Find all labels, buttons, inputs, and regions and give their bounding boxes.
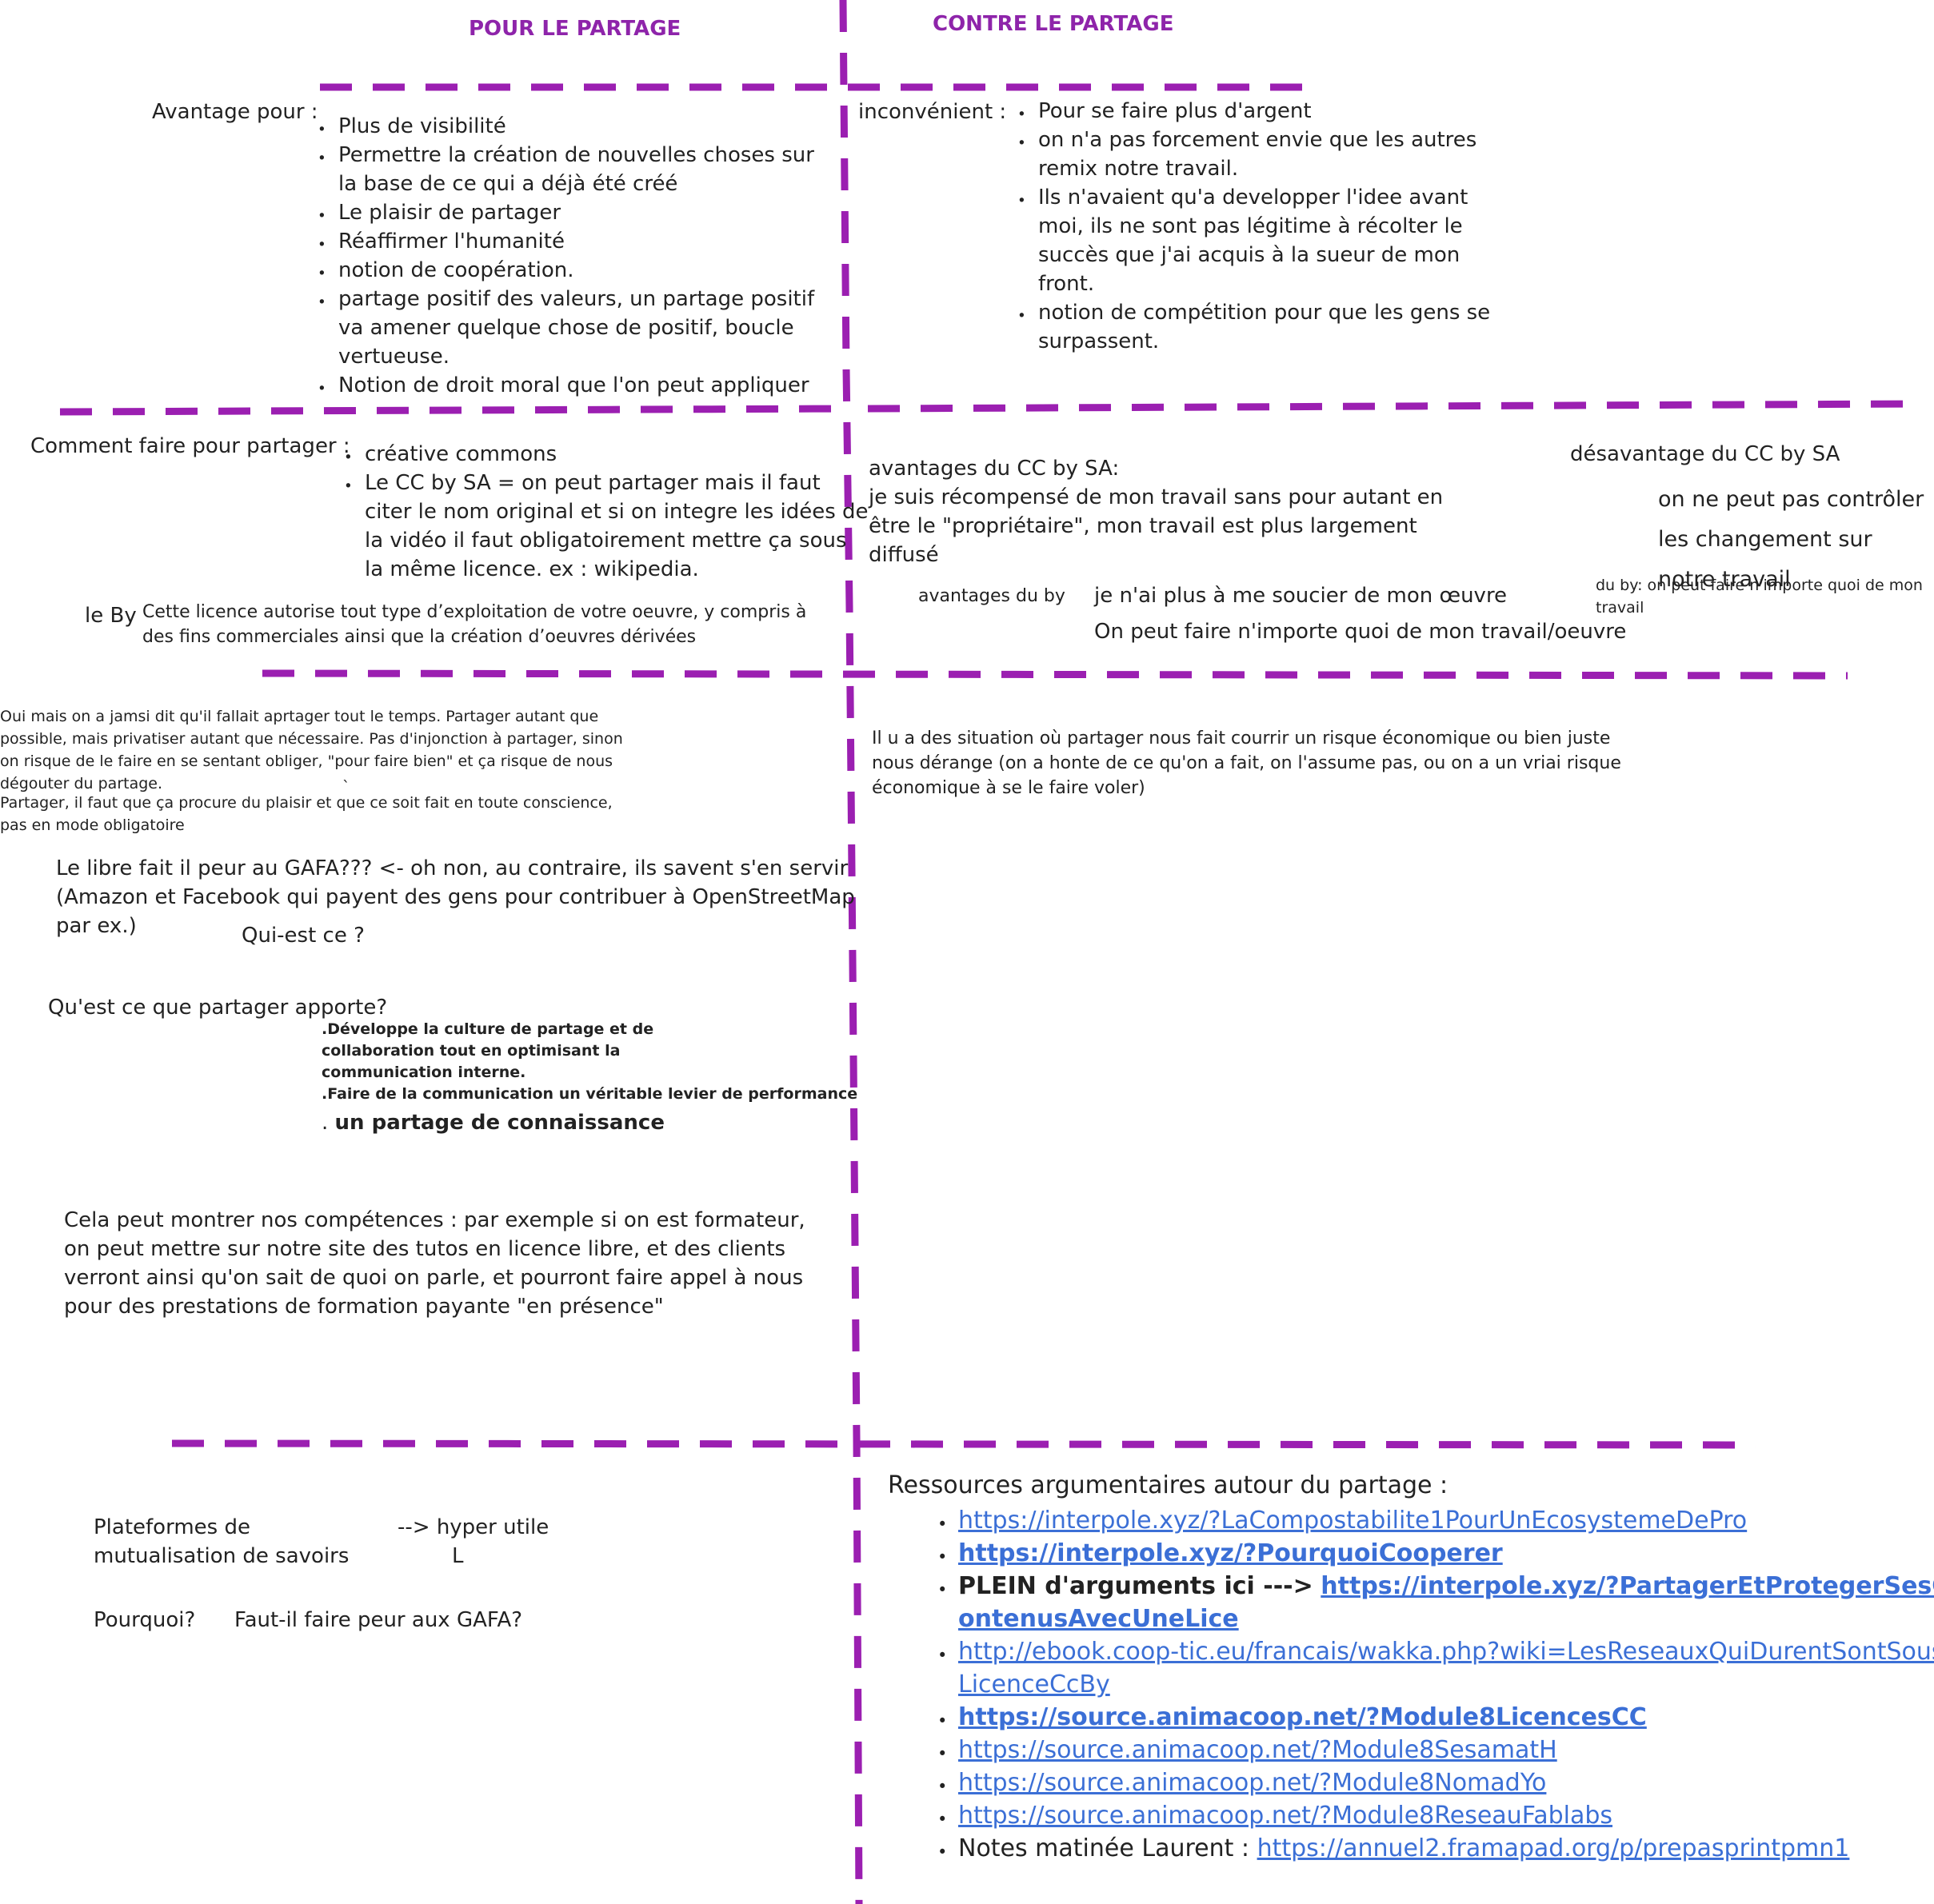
by-advantage-2: On peut faire n'importe quoi de mon trav… bbox=[1094, 620, 1627, 644]
letter-l: L bbox=[452, 1544, 464, 1568]
vertical-divider bbox=[839, 0, 863, 1904]
by-advantages-label: avantages du by bbox=[918, 586, 1065, 606]
resources-list: https://interpole.xyz/?LaCompostabilite1… bbox=[937, 1504, 1934, 1869]
list-item: Plus de visibilité bbox=[318, 112, 818, 145]
resources-title: Ressources argumentaires autour du parta… bbox=[888, 1471, 1449, 1499]
resource-link[interactable]: https://source.animacoop.net/?Module8Res… bbox=[958, 1802, 1613, 1830]
cc-disadvantage-text: on ne peut pas contrôler les changement … bbox=[1658, 487, 1924, 592]
list-item: PLEIN d'arguments ici ---> https://inter… bbox=[937, 1570, 1934, 1635]
divider-3 bbox=[262, 669, 1848, 680]
divider-2-left bbox=[59, 405, 849, 416]
cc-disadvantage-title: désavantage du CC by SA bbox=[1570, 442, 1840, 466]
resource-link[interactable]: http://ebook.coop-tic.eu/francais/wakka.… bbox=[958, 1638, 1934, 1698]
apporte-question: Qu'est ce que partager apporte? bbox=[48, 996, 388, 1020]
note-dot: ` bbox=[342, 778, 350, 796]
comment-label: Comment faire pour partager : bbox=[30, 434, 350, 458]
inconvenient-list: Pour se faire plus d'argent on n'a pas f… bbox=[1017, 97, 1502, 356]
list-item: Le plaisir de partager bbox=[318, 198, 818, 231]
by-label: le By bbox=[85, 604, 137, 628]
gafa-note: Le libre fait il peur au GAFA??? <- oh n… bbox=[56, 856, 855, 938]
resource-link[interactable]: https://annuel2.framapad.org/p/prepaspri… bbox=[1257, 1834, 1850, 1862]
list-item: https://interpole.xyz/?LaCompostabilite1… bbox=[937, 1504, 1934, 1541]
list-item: https://interpole.xyz/?PourquoiCooperer bbox=[937, 1537, 1934, 1574]
apporte-bullet-2: .Faire de la communication un véritable … bbox=[322, 1085, 858, 1103]
list-item: https://source.animacoop.net/?Module8Ses… bbox=[937, 1734, 1934, 1770]
list-item: https://source.animacoop.net/?Module8Lic… bbox=[937, 1701, 1934, 1738]
header-contre: CONTRE LE PARTAGE bbox=[933, 12, 1174, 36]
pourquoi: Pourquoi? bbox=[94, 1608, 196, 1632]
cc-advantages-title: avantages du CC by SA: bbox=[869, 457, 1120, 481]
list-item: on n'a pas forcement envie que les autre… bbox=[1017, 126, 1502, 183]
list-item: Réaffirmer l'humanité bbox=[318, 227, 818, 260]
resource-link[interactable]: https://interpole.xyz/?PartagerEtProtege… bbox=[958, 1572, 1934, 1633]
plateformes-note: Plateformes de mutualisation de savoirs bbox=[94, 1515, 350, 1568]
cc-advantages-text: je suis récompensé de mon travail sans p… bbox=[869, 485, 1444, 567]
qui-est-ce: Qui-est ce ? bbox=[242, 924, 365, 948]
by-advantage-1: je n'ai plus à me soucier de mon œuvre bbox=[1094, 584, 1508, 608]
by-description: Cette licence autorise tout type d’explo… bbox=[142, 602, 807, 647]
risk-note: Il u a des situation où partager nous fa… bbox=[872, 728, 1621, 798]
apporte-bullet-1: .Développe la culture de partage et de c… bbox=[322, 1020, 654, 1081]
competences-note: Cela peut montrer nos compétences : par … bbox=[64, 1208, 805, 1319]
divider-4 bbox=[171, 1439, 1756, 1449]
list-item: http://ebook.coop-tic.eu/francais/wakka.… bbox=[937, 1635, 1934, 1701]
list-item: partage positif des valeurs, un partage … bbox=[318, 285, 818, 371]
note-partager-1: Oui mais on a jamsi dit qu'il fallait ap… bbox=[0, 708, 623, 792]
resource-link[interactable]: https://source.animacoop.net/?Module8Ses… bbox=[958, 1736, 1557, 1764]
list-item: Le CC by SA = on peut partager mais il f… bbox=[344, 469, 869, 584]
divider-2-right bbox=[867, 400, 1920, 413]
resource-link[interactable]: https://source.animacoop.net/?Module8Nom… bbox=[958, 1769, 1547, 1797]
resource-link[interactable]: https://interpole.xyz/?PourquoiCooperer bbox=[958, 1539, 1503, 1567]
list-item: https://source.animacoop.net/?Module8Nom… bbox=[937, 1766, 1934, 1803]
apporte-bullet-3: . un partage de connaissance bbox=[322, 1111, 665, 1135]
by-disadvantage: du by: on peut faire n'importe quoi de m… bbox=[1596, 577, 1923, 617]
resource-link[interactable]: https://source.animacoop.net/?Module8Lic… bbox=[958, 1703, 1647, 1731]
peur-gafa: Faut-il faire peur aux GAFA? bbox=[234, 1608, 523, 1632]
list-item: https://source.animacoop.net/?Module8Res… bbox=[937, 1799, 1934, 1836]
avantage-list: Plus de visibilité Permettre la création… bbox=[318, 112, 818, 404]
list-item: Pour se faire plus d'argent bbox=[1017, 97, 1502, 130]
inconvenient-label: inconvénient : bbox=[858, 100, 1007, 124]
list-item: créative commons bbox=[344, 440, 869, 473]
resource-link[interactable]: https://interpole.xyz/?LaCompostabilite1… bbox=[958, 1507, 1748, 1535]
hyper-utile: --> hyper utile bbox=[398, 1515, 549, 1539]
avantage-label: Avantage pour : bbox=[152, 100, 318, 124]
list-item: Permettre la création de nouvelles chose… bbox=[318, 141, 818, 198]
comment-list: créative commons Le CC by SA = on peut p… bbox=[344, 440, 869, 584]
list-item: Notes matinée Laurent : https://annuel2.… bbox=[937, 1832, 1934, 1869]
list-item: Ils n'avaient qu'a developper l'idee ava… bbox=[1017, 183, 1502, 298]
list-item: notion de coopération. bbox=[318, 256, 818, 289]
list-item: Notion de droit moral que l'on peut appl… bbox=[318, 371, 818, 404]
header-pour: POUR LE PARTAGE bbox=[469, 17, 681, 41]
note-partager-2: Partager, il faut que ça procure du plai… bbox=[0, 794, 613, 834]
list-item: notion de compétition pour que les gens … bbox=[1017, 298, 1502, 356]
